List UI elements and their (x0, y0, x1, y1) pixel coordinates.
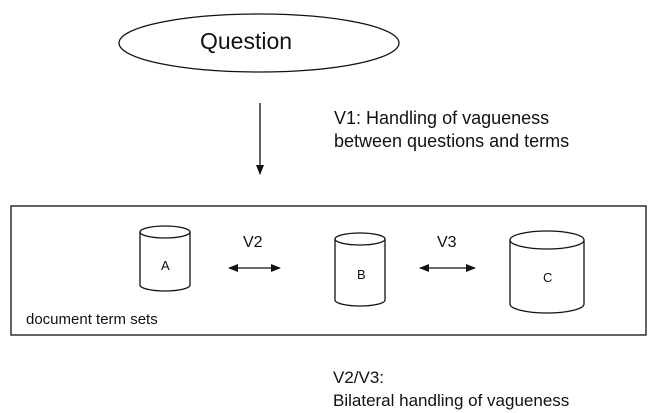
term-sets-caption: document term sets (26, 311, 158, 328)
cylinder-c (509, 230, 585, 314)
v2-arrow-label: V2 (243, 234, 263, 251)
v3-arrow-label: V3 (437, 234, 457, 251)
cylinder-b (334, 232, 386, 307)
cylinder-a-label: A (161, 258, 170, 273)
cylinder-c-label: C (543, 270, 553, 285)
question-label: Question (200, 28, 293, 54)
v1-description-line1: V1: Handling of vagueness (334, 108, 550, 128)
v23-description-line1: V2/V3: (333, 368, 385, 387)
cylinder-b-label: B (357, 267, 366, 282)
v1-description-line2: between questions and terms (334, 131, 570, 151)
question-ellipse (118, 13, 400, 73)
cylinder-a (139, 225, 191, 292)
term-sets-frame (10, 205, 647, 336)
v23-description-line2: Bilateral handling of vagueness (333, 391, 570, 410)
